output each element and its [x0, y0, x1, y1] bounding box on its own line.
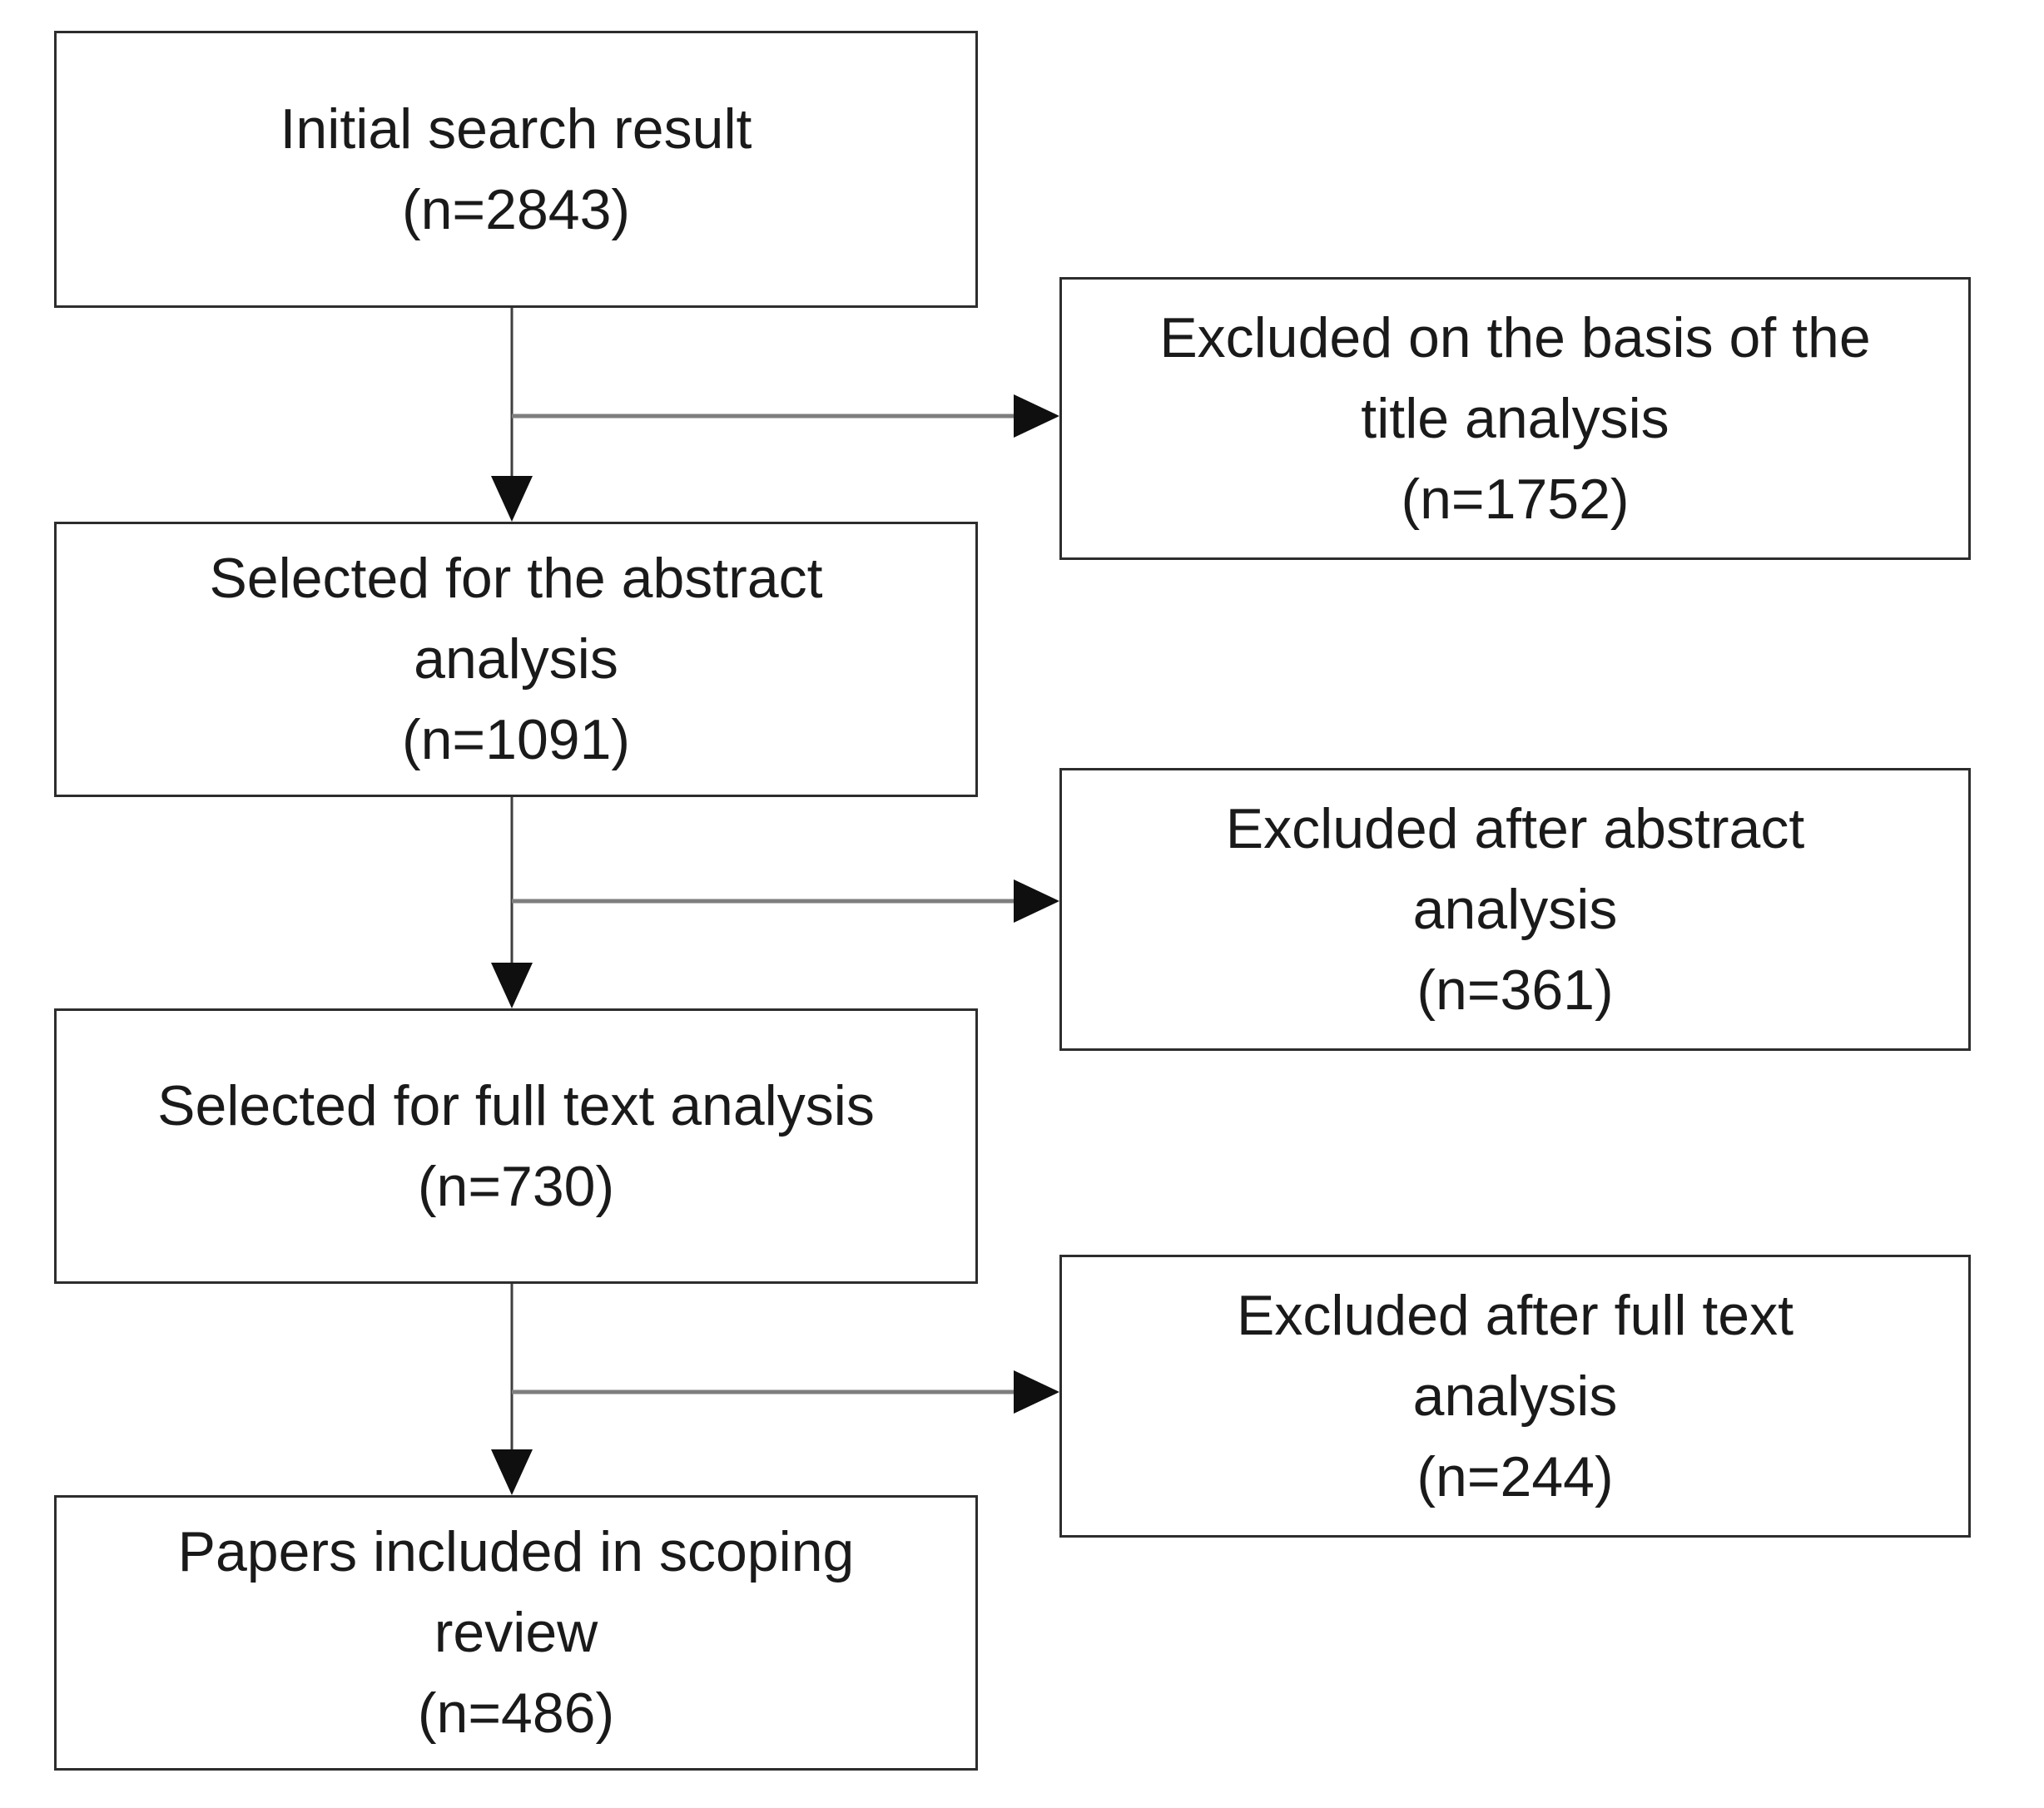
- box-text-line: Excluded after full text: [1236, 1283, 1793, 1347]
- arrow-right-to-excluded-abstract-head-icon: [1014, 879, 1059, 923]
- box-excluded-full-text-analysis: Excluded after full text analysis (n=244…: [1059, 1255, 1971, 1538]
- box-text-line: Selected for full text analysis: [157, 1073, 875, 1137]
- box-text-line: (n=2843): [401, 177, 631, 241]
- arrow-down-fulltext-to-included-head-icon: [491, 1449, 533, 1495]
- box-papers-included-scoping-review: Papers included in scoping review (n=486…: [54, 1495, 978, 1771]
- box-text-line: Excluded on the basis of the: [1159, 305, 1871, 369]
- box-text-line: title analysis: [1361, 386, 1669, 450]
- box-text-line: (n=1752): [1401, 467, 1630, 531]
- box-selected-abstract-analysis: Selected for the abstract analysis (n=10…: [54, 522, 978, 797]
- box-text-line: Selected for the abstract: [209, 547, 823, 610]
- box-text-line: (n=361): [1416, 958, 1614, 1022]
- box-excluded-abstract-analysis: Excluded after abstract analysis (n=361): [1059, 768, 1971, 1051]
- box-text-line: analysis: [414, 627, 618, 691]
- box-text-line: analysis: [1412, 877, 1618, 941]
- arrow-right-to-excluded-title-head-icon: [1014, 394, 1059, 438]
- box-text-line: (n=1091): [401, 708, 631, 771]
- box-text-line: Excluded after abstract: [1225, 796, 1805, 860]
- arrow-down-initial-to-abstract-head-icon: [491, 476, 533, 522]
- box-text-line: (n=244): [1416, 1444, 1614, 1508]
- box-text-line: (n=486): [417, 1682, 615, 1745]
- box-excluded-title-analysis: Excluded on the basis of the title analy…: [1059, 277, 1971, 560]
- arrow-down-abstract-to-fulltext-head-icon: [491, 963, 533, 1008]
- box-selected-full-text-analysis: Selected for full text analysis (n=730): [54, 1008, 978, 1284]
- arrow-right-to-excluded-fulltext-head-icon: [1014, 1370, 1059, 1414]
- box-text-line: review: [434, 1601, 598, 1664]
- box-initial-search-result: Initial search result (n=2843): [54, 31, 978, 308]
- box-text-line: Papers included in scoping: [177, 1520, 855, 1583]
- box-text-line: Initial search result: [280, 97, 752, 161]
- box-text-line: (n=730): [417, 1154, 615, 1218]
- box-text-line: analysis: [1412, 1364, 1618, 1428]
